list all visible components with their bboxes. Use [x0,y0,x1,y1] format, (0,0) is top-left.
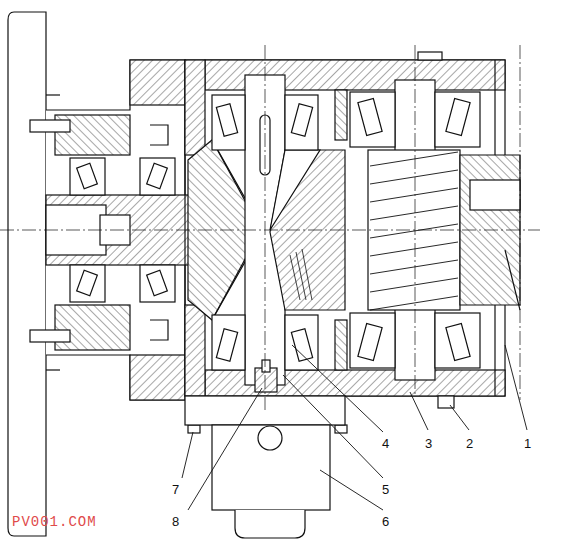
gear-tooth [370,170,458,184]
callout-number: 8 [170,514,181,529]
callout-number: 3 [423,436,434,451]
gear-tooth [370,242,458,256]
callout-number: 2 [464,436,475,451]
gear-tooth [370,296,458,310]
gear-housing [185,60,505,396]
callout-number: 7 [170,482,181,497]
watermark: PV001.COM [10,514,99,530]
callout-number: 1 [522,436,533,451]
roller [77,163,168,295]
gear-tooth [370,152,458,166]
callout-number: 4 [380,436,391,451]
callout-number: 6 [380,514,391,529]
gear-tooth [370,278,458,292]
callout-number: 5 [380,482,391,497]
gear-tooth [370,206,458,220]
gear-tooth [370,224,458,238]
mount-flange [8,12,46,536]
center-line [0,45,540,410]
gear-tooth [370,260,458,274]
gear-tooth [370,188,458,202]
pump-body [212,425,330,510]
leader-line [182,345,527,510]
